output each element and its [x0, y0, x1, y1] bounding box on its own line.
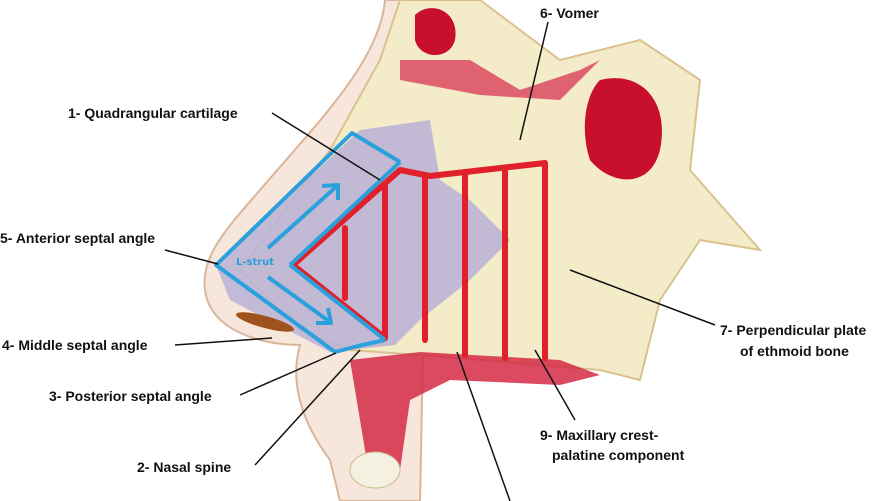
label-nasal-spine: 2- Nasal spine	[137, 459, 231, 475]
label-anterior-septal-angle: 5- Anterior septal angle	[0, 230, 155, 246]
l-strut-label: L-strut	[236, 257, 274, 268]
label-vomer: 6- Vomer	[540, 5, 599, 21]
sphenoid-sinus	[584, 78, 662, 180]
nasal-bone	[400, 60, 600, 100]
leader-lines	[164, 21, 716, 501]
label-posterior-septal-angle: 3- Posterior septal angle	[49, 388, 212, 404]
arrow-up-icon	[266, 183, 340, 250]
maxillary-crest	[350, 352, 600, 480]
label-perpendicular-plate: 7- Perpendicular plate	[720, 322, 866, 338]
frontal-sinus	[415, 8, 456, 56]
label-maxillary-crest: 9- Maxillary crest-	[540, 427, 659, 443]
label-middle-septal-angle: 4- Middle septal angle	[2, 337, 148, 353]
nostril	[235, 312, 295, 332]
label-palatine-component: palatine component	[552, 447, 685, 463]
label-ethmoid-bone: of ethmoid bone	[740, 343, 849, 359]
l-strut-outline	[214, 131, 402, 354]
upper-lip-tooth	[349, 451, 401, 489]
arrow-down-icon	[266, 275, 333, 325]
label-quadrangular-cartilage: 1- Quadrangular cartilage	[68, 105, 238, 121]
